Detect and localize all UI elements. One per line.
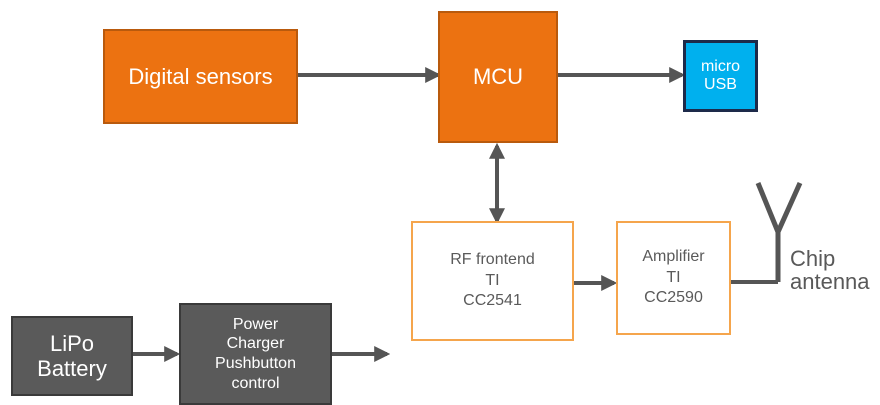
amplifier-label-line1: Amplifier: [642, 247, 705, 265]
rf-frontend-block: RF frontend TI CC2541: [411, 221, 574, 341]
chip-antenna-label: Chip antenna: [790, 247, 870, 293]
power-label-line1: Power: [232, 315, 279, 333]
chip-antenna-label-line1: Chip: [790, 246, 836, 271]
rf-frontend-label-line2: TI: [485, 271, 500, 289]
antenna-icon: [731, 181, 803, 284]
power-label-line4: control: [231, 374, 280, 392]
amplifier-block: Amplifier TI CC2590: [616, 221, 731, 335]
amplifier-label-line3: CC2590: [644, 289, 703, 307]
rf-frontend-label-line1: RF frontend: [450, 250, 535, 268]
rf-frontend-label-line3: CC2541: [463, 292, 522, 310]
mcu-label: MCU: [472, 64, 524, 90]
chip-antenna-label-line2: antenna: [790, 269, 870, 295]
lipo-battery-label-line1: LiPo: [49, 330, 95, 356]
micro-usb-block: micro USB: [683, 40, 758, 112]
lipo-battery-block: LiPo Battery: [11, 316, 133, 396]
digital-sensors-label: Digital sensors: [128, 63, 273, 89]
power-control-block: Power Charger Pushbutton control: [179, 303, 332, 405]
micro-usb-label-line1: micro: [700, 57, 741, 75]
digital-sensors-block: Digital sensors: [103, 29, 298, 124]
power-label-line3: Pushbutton: [215, 355, 296, 372]
mcu-block: MCU: [438, 11, 558, 143]
micro-usb-label-line2: USB: [704, 76, 737, 93]
lipo-battery-label-line2: Battery: [37, 356, 107, 381]
amplifier-label-line2: TI: [666, 268, 681, 286]
power-label-line2: Charger: [226, 335, 285, 353]
